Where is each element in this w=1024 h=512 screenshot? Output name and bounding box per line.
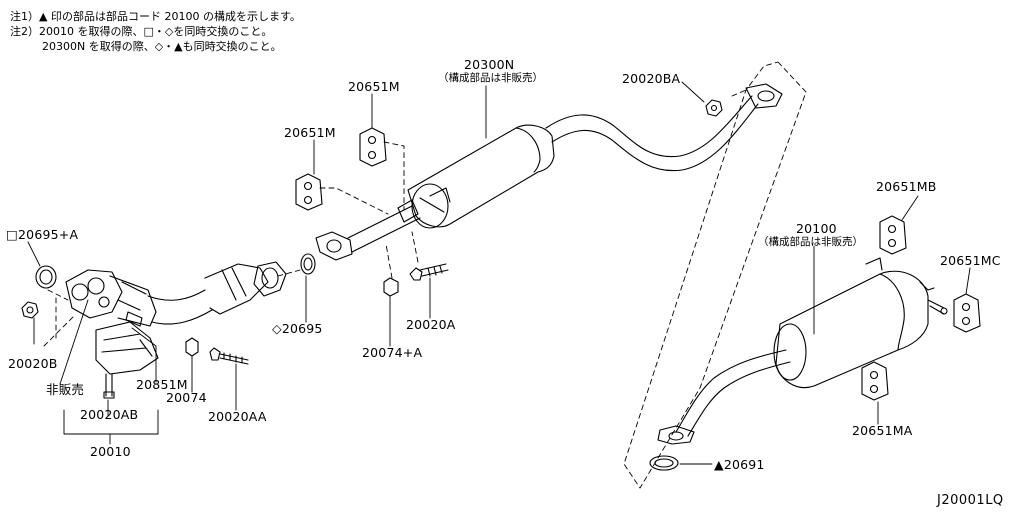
label-20851m: 20851M — [136, 377, 188, 392]
gasket-20695-icon — [300, 253, 316, 275]
nut-20074a-icon — [383, 277, 399, 297]
rear-muffler-20100 — [657, 257, 948, 445]
label-20695a: □20695+A — [6, 227, 79, 242]
note-3: 20300N を取得の際、◇・▲も同時交換のこと。 — [42, 40, 282, 53]
center-muffler-20300n — [315, 83, 783, 261]
rubber-hanger-20651mc-icon — [953, 293, 981, 333]
label-20020ab: 20020AB — [80, 407, 139, 422]
label-20100: 20100 — [796, 221, 837, 236]
stud-20020ab-icon — [103, 373, 115, 399]
nut-20020ba-icon — [705, 99, 723, 117]
label-20020ba: 20020BA — [622, 71, 681, 86]
bolt-20020a-icon — [409, 263, 449, 281]
label-20020a: 20020A — [406, 317, 456, 332]
rubber-hanger-20651m-top-icon — [359, 127, 387, 167]
label-20651mb: 20651MB — [876, 179, 937, 194]
rubber-hanger-20651ma-icon — [861, 361, 889, 401]
label-not-sold: 非販売 — [46, 382, 85, 397]
leader-lines — [27, 81, 971, 465]
note-1: 注1）▲ 印の部品は部品コード 20100 の構成を示します。 — [10, 10, 301, 23]
label-20651m-top: 20651M — [348, 79, 400, 94]
rubber-hanger-20651mb-icon — [879, 215, 907, 255]
label-20074a: 20074+A — [362, 345, 423, 360]
label-20300n-note: （構成部品は非販売） — [438, 72, 543, 84]
label-20300n: 20300N — [464, 57, 515, 72]
label-20010: 20010 — [90, 444, 131, 459]
gasket-20695a-icon — [35, 265, 57, 289]
label-20074: 20074 — [166, 390, 207, 405]
label-20651mc: 20651MC — [940, 253, 1001, 268]
nut-20074-icon — [185, 337, 199, 357]
label-20695: ◇20695 — [272, 321, 323, 336]
front-catalyst-assembly — [65, 261, 287, 375]
nut-20020b-icon — [21, 301, 39, 319]
label-20020aa: 20020AA — [208, 409, 267, 424]
label-20020b: 20020B — [8, 356, 58, 371]
label-20651ma: 20651MA — [852, 423, 913, 438]
label-20691: ▲20691 — [714, 457, 765, 472]
gasket-20691-icon — [649, 455, 679, 471]
label-20651m-mid: 20651M — [284, 125, 336, 140]
label-20100-note: （構成部品は非販売） — [758, 236, 863, 248]
diagram-code: J20001LQ — [937, 493, 1004, 508]
bolt-20020aa-icon — [209, 347, 249, 365]
dashed-guide-lines — [43, 61, 807, 489]
note-2: 注2）20010 を取得の際、□・◇を同時交換のこと。 — [10, 25, 273, 38]
rubber-hanger-20651m-mid-icon — [295, 173, 323, 211]
